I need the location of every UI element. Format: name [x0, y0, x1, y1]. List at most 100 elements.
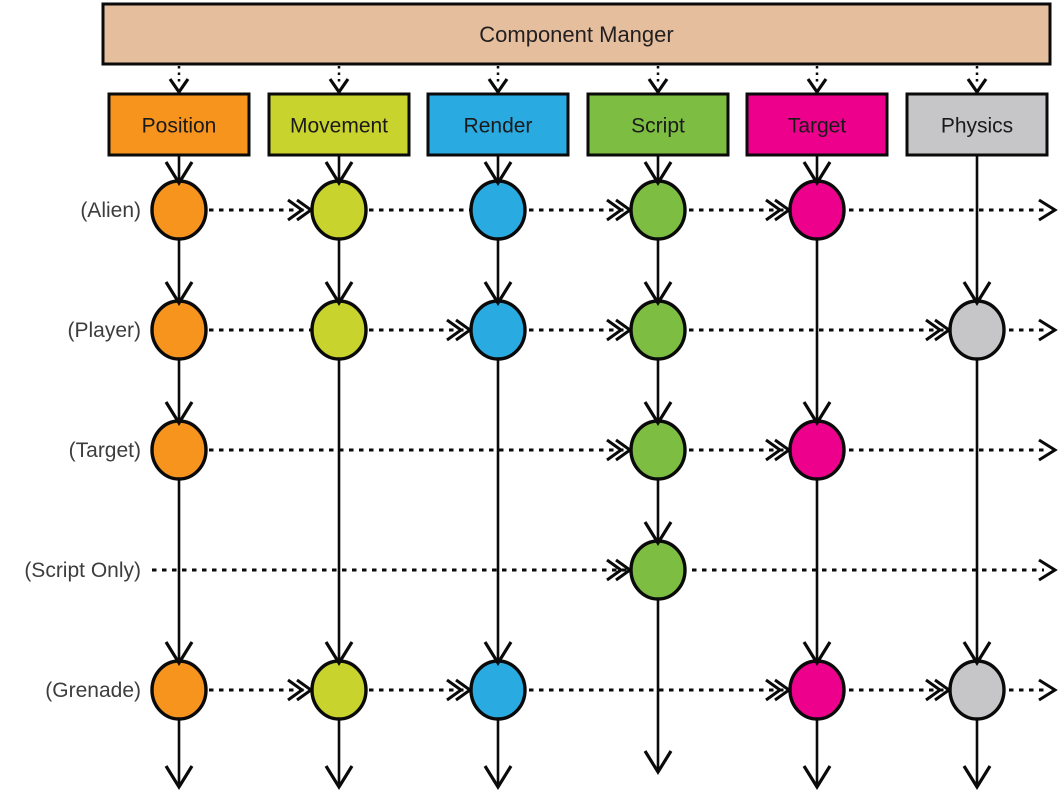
- render-incoming-arrowhead-icon: [483, 641, 513, 667]
- physics-component-circle: [948, 299, 1006, 361]
- entity-row-label: (Target): [69, 439, 141, 462]
- arrowhead-right-icon: [455, 678, 473, 702]
- arrowhead-right-icon: [615, 438, 633, 462]
- header-position: [107, 92, 251, 157]
- arrowhead-right-icon: [446, 318, 464, 342]
- movement-incoming-arrowhead-icon: [324, 281, 354, 307]
- physics-incoming-arrowhead-icon: [962, 641, 992, 667]
- header-movement: [267, 92, 411, 157]
- script-column-end-arrowhead-icon: [643, 750, 673, 776]
- arrowhead-right-icon: [615, 558, 633, 582]
- header-movement-label: Movement: [290, 115, 388, 138]
- target-incoming-arrowhead-icon: [802, 641, 832, 667]
- header-target-label: Target: [788, 115, 847, 138]
- physics-column-end-arrowhead-icon: [962, 765, 992, 791]
- arrowhead-right-icon: [934, 678, 952, 702]
- component-manager-title: Component Manger: [479, 22, 673, 47]
- movement-column-end-arrowhead-icon: [324, 765, 354, 791]
- arrowhead-right-icon: [606, 438, 624, 462]
- physics-component-circle: [948, 659, 1006, 721]
- target-component-circle: [788, 179, 846, 241]
- arrowhead-right-icon: [615, 198, 633, 222]
- row-end-arrowhead-icon: [1038, 438, 1058, 462]
- arrowhead-right-icon: [455, 318, 473, 342]
- position-component-circle: [150, 179, 208, 241]
- movement-incoming-arrowhead-icon: [324, 161, 354, 187]
- header-target: [745, 92, 889, 157]
- target-column-end-arrowhead-icon: [802, 765, 832, 791]
- movement-incoming-arrowhead-icon: [324, 641, 354, 667]
- row-end-arrowhead-icon: [1038, 198, 1058, 222]
- target-incoming-arrowhead-icon: [802, 161, 832, 187]
- position-incoming-arrowhead-icon: [164, 161, 194, 187]
- arrowhead-right-icon: [774, 198, 792, 222]
- position-column-end-arrowhead-icon: [164, 765, 194, 791]
- render-incoming-arrowhead-icon: [483, 161, 513, 187]
- row-end-arrowhead-icon: [1038, 558, 1058, 582]
- row-end-arrowhead-icon: [1038, 318, 1058, 342]
- entity-row-label: (Alien): [80, 199, 141, 222]
- manager-to-physics-arrowhead-icon: [966, 78, 988, 95]
- header-render-label: Render: [464, 115, 533, 138]
- script-component-circle: [629, 179, 687, 241]
- render-component-circle: [469, 299, 527, 361]
- script-incoming-arrowhead-icon: [643, 281, 673, 307]
- header-script-label: Script: [631, 115, 685, 138]
- arrowhead-right-icon: [774, 678, 792, 702]
- manager-to-render-arrowhead-icon: [487, 78, 509, 95]
- render-component-circle: [469, 659, 527, 721]
- arrowhead-right-icon: [287, 198, 305, 222]
- arrowhead-right-icon: [765, 438, 783, 462]
- header-script: [586, 92, 730, 157]
- arrowhead-right-icon: [296, 678, 314, 702]
- physics-incoming-arrowhead-icon: [962, 281, 992, 307]
- script-component-circle: [629, 539, 687, 601]
- arrowhead-right-icon: [606, 558, 624, 582]
- position-component-circle: [150, 299, 208, 361]
- target-incoming-arrowhead-icon: [802, 401, 832, 427]
- arrowhead-right-icon: [765, 198, 783, 222]
- arrowhead-right-icon: [446, 678, 464, 702]
- arrowhead-right-icon: [925, 318, 943, 342]
- manager-to-movement-arrowhead-icon: [328, 78, 350, 95]
- position-incoming-arrowhead-icon: [164, 401, 194, 427]
- entity-row-label: (Grenade): [45, 679, 141, 702]
- entity-row-label: (Script Only): [24, 559, 141, 582]
- arrowhead-right-icon: [925, 678, 943, 702]
- arrowhead-right-icon: [606, 318, 624, 342]
- header-physics: [905, 92, 1049, 157]
- position-incoming-arrowhead-icon: [164, 281, 194, 307]
- script-component-circle: [629, 299, 687, 361]
- manager-to-position-arrowhead-icon: [168, 78, 190, 95]
- position-component-circle: [150, 659, 208, 721]
- position-component-circle: [150, 419, 208, 481]
- arrowhead-right-icon: [606, 198, 624, 222]
- script-component-circle: [629, 419, 687, 481]
- arrowhead-right-icon: [765, 678, 783, 702]
- header-position-label: Position: [142, 115, 217, 138]
- row-end-arrowhead-icon: [1038, 678, 1058, 702]
- component-manager-banner: [101, 2, 1052, 66]
- arrowhead-right-icon: [287, 678, 305, 702]
- header-render: [426, 92, 570, 157]
- render-incoming-arrowhead-icon: [483, 281, 513, 307]
- script-incoming-arrowhead-icon: [643, 521, 673, 547]
- entity-row-label: (Player): [67, 319, 141, 342]
- render-column-end-arrowhead-icon: [483, 765, 513, 791]
- render-component-circle: [469, 179, 527, 241]
- target-component-circle: [788, 659, 846, 721]
- movement-component-circle: [310, 659, 368, 721]
- movement-component-circle: [310, 299, 368, 361]
- target-component-circle: [788, 419, 846, 481]
- movement-component-circle: [310, 179, 368, 241]
- arrowhead-right-icon: [296, 198, 314, 222]
- header-physics-label: Physics: [941, 115, 1013, 138]
- script-incoming-arrowhead-icon: [643, 161, 673, 187]
- manager-to-script-arrowhead-icon: [647, 78, 669, 95]
- script-incoming-arrowhead-icon: [643, 401, 673, 427]
- position-incoming-arrowhead-icon: [164, 641, 194, 667]
- arrowhead-right-icon: [615, 318, 633, 342]
- arrowhead-right-icon: [934, 318, 952, 342]
